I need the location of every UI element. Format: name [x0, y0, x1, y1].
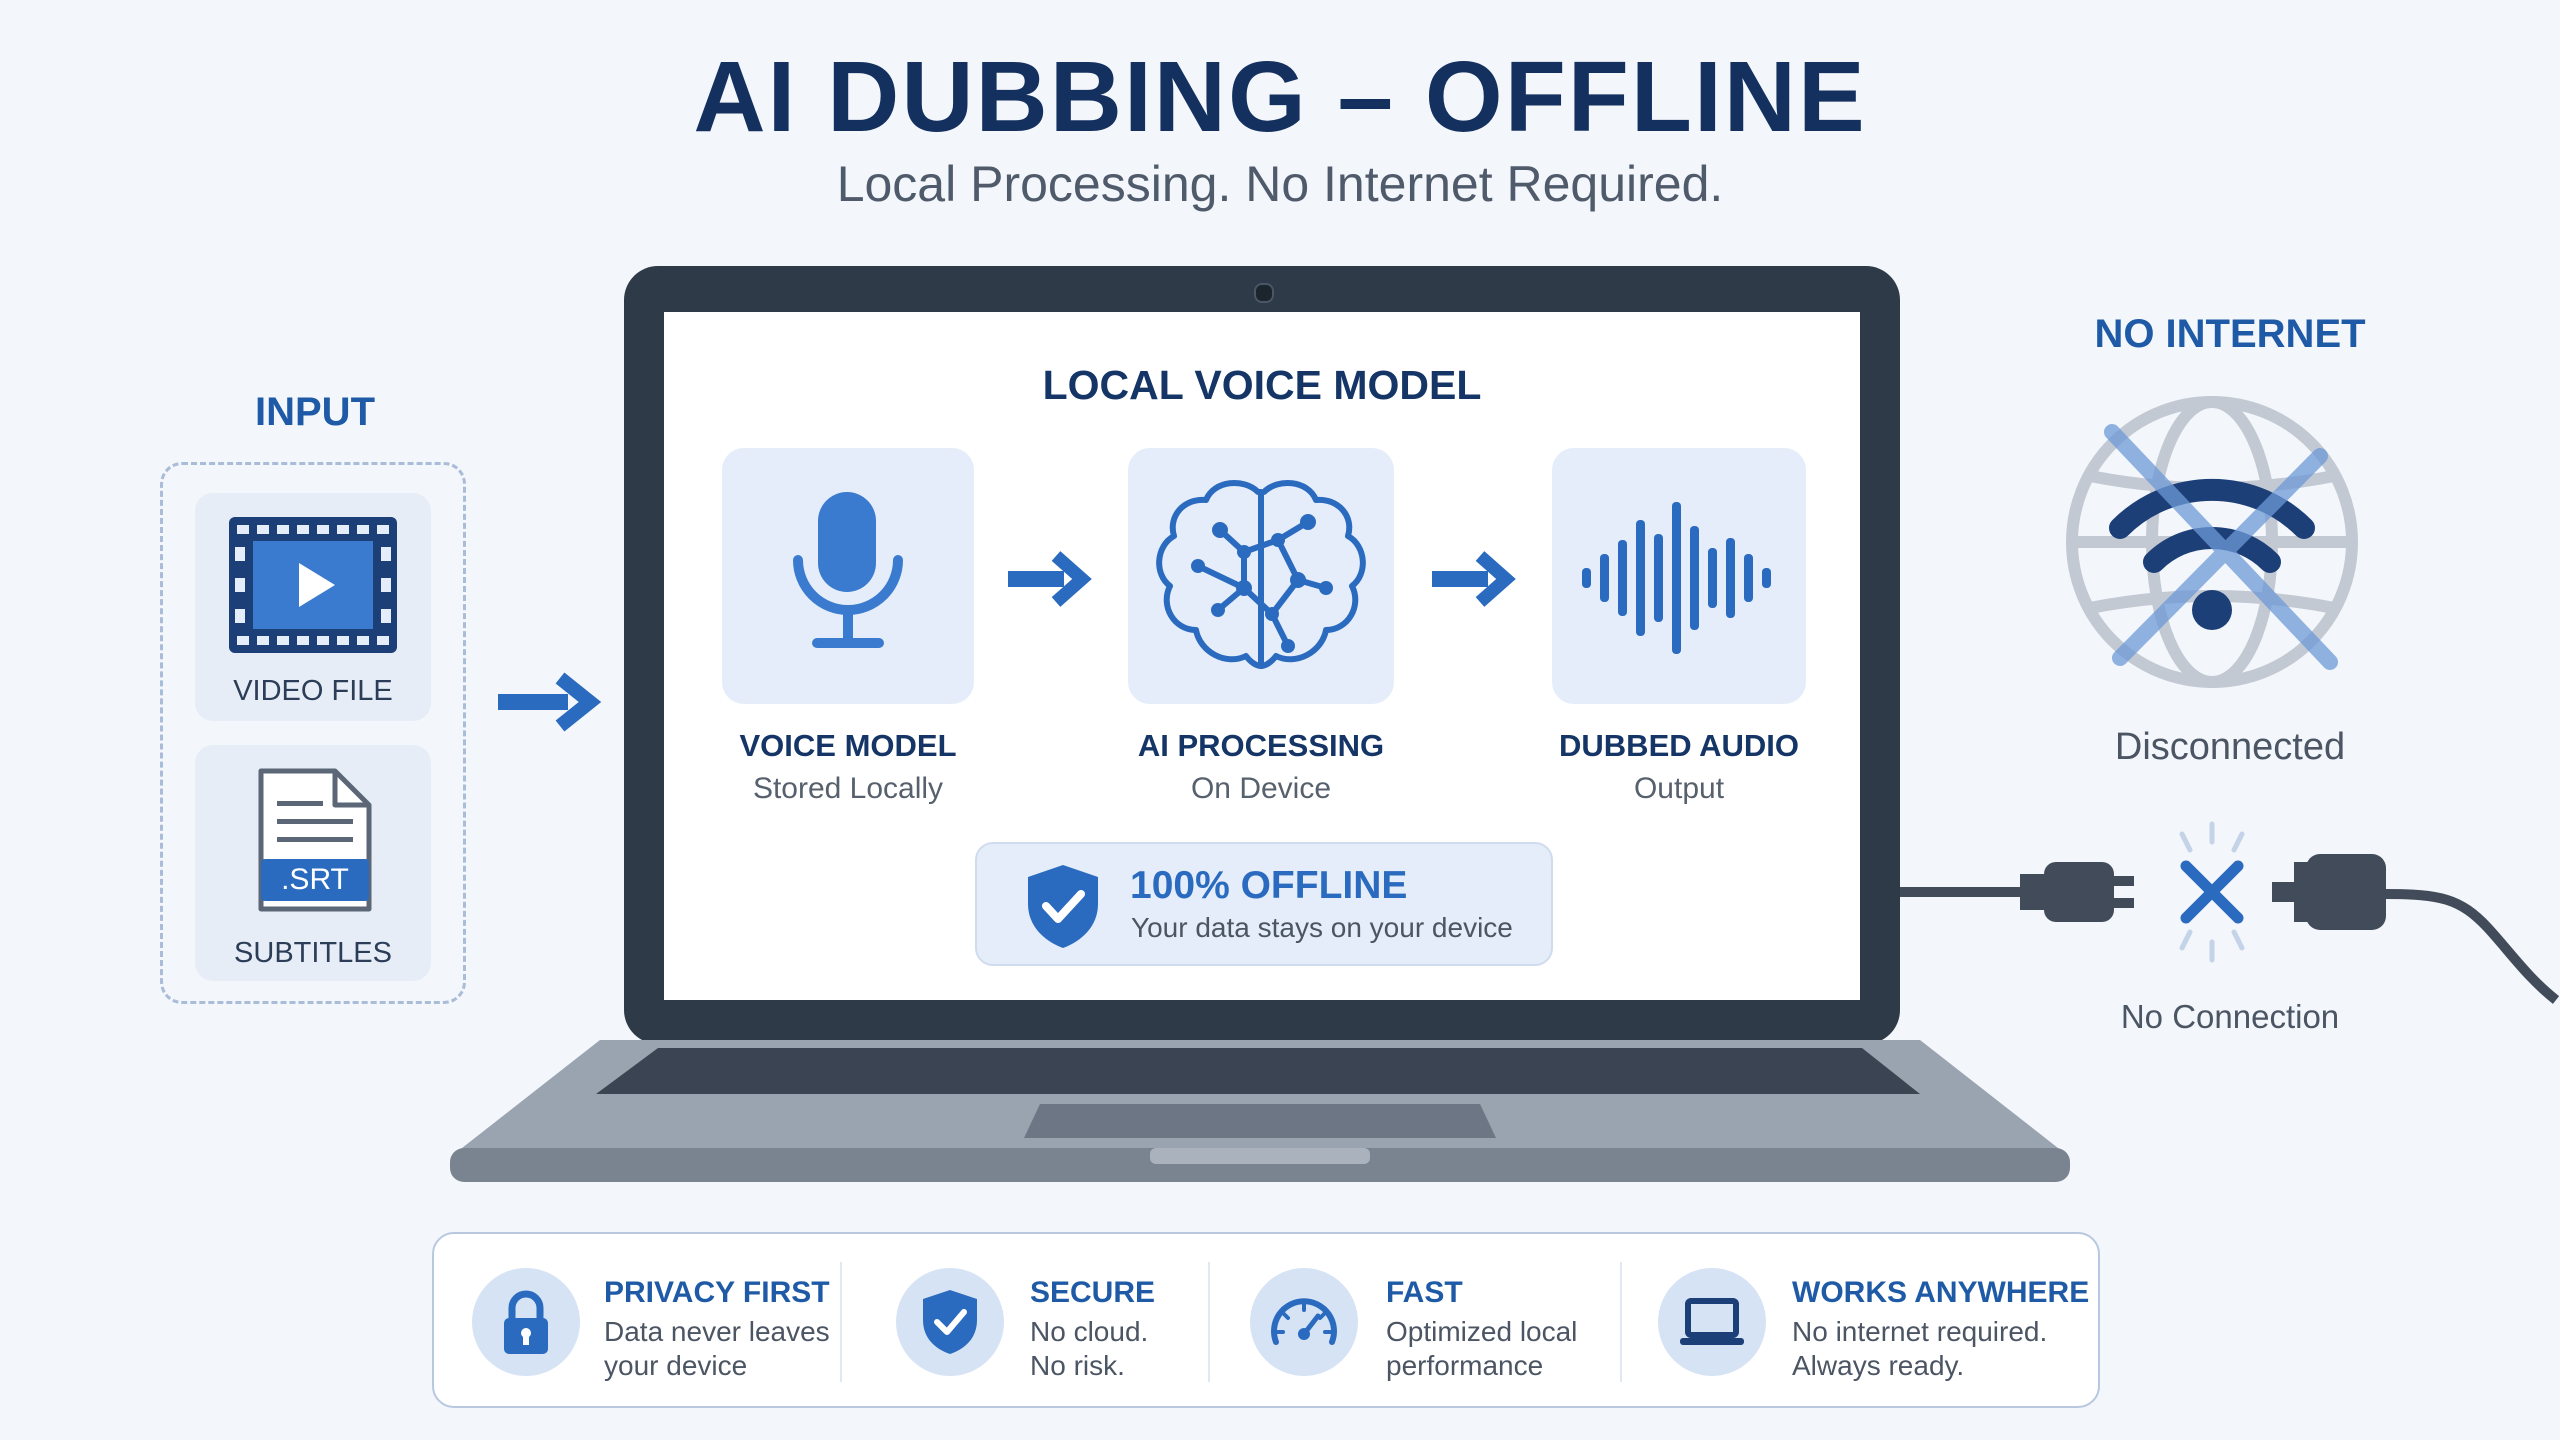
video-file-card[interactable]: VIDEO FILE	[195, 493, 431, 721]
subtitles-file-icon	[258, 768, 372, 912]
feature-title-privacy: PRIVACY FIRST	[604, 1276, 830, 1309]
input-panel: VIDEO FILE .SRT SUBTITLES	[160, 462, 466, 1004]
feature-icon-bg	[896, 1268, 1004, 1376]
features-bar: PRIVACY FIRST Data never leaves your dev…	[432, 1232, 2100, 1408]
feature-line2-works-anywhere: Always ready.	[1792, 1350, 1965, 1381]
arrow-right-icon	[1008, 551, 1092, 607]
feature-divider	[1620, 1262, 1622, 1382]
offline-subtitle: Your data stays on your device	[1131, 912, 1513, 943]
feature-divider	[1208, 1262, 1210, 1382]
waveform-icon	[1582, 502, 1771, 654]
feature-line2-fast: performance	[1386, 1350, 1544, 1381]
feature-title-fast: FAST	[1386, 1276, 1463, 1309]
speedometer-icon	[1271, 1298, 1337, 1345]
brain-icon	[1156, 479, 1366, 669]
feature-line2-privacy: your device	[604, 1350, 748, 1381]
video-file-label: VIDEO FILE	[233, 675, 393, 707]
arrow-right-icon	[498, 672, 602, 732]
feature-icon-bg	[472, 1268, 580, 1376]
disconnected-label: Disconnected	[2114, 726, 2346, 768]
feature-line1-fast: Optimized local	[1386, 1316, 1578, 1347]
shield-check-icon	[923, 1290, 977, 1354]
feature-line1-works-anywhere: No internet required.	[1792, 1316, 2048, 1347]
feature-line1-privacy: Data never leaves	[604, 1316, 830, 1347]
page-subtitle: Local Processing. No Internet Required.	[836, 156, 1724, 212]
arrow-right-icon	[1432, 551, 1516, 607]
laptop-icon	[1680, 1298, 1744, 1345]
screen-title: LOCAL VOICE MODEL	[1042, 362, 1482, 408]
laptop-base	[450, 1040, 2070, 1182]
step-name-dubbed-audio: DUBBED AUDIO	[1559, 728, 1799, 763]
shield-check-icon	[1028, 865, 1098, 948]
feature-line2-secure: No risk.	[1030, 1350, 1125, 1381]
feature-icon-bg	[1250, 1268, 1358, 1376]
no-wifi-globe-icon	[2066, 396, 2358, 688]
srt-badge: .SRT	[281, 863, 349, 896]
microphone-icon	[793, 492, 903, 648]
page-title: AI DUBBING – OFFLINE	[693, 41, 1867, 153]
subtitles-label: SUBTITLES	[234, 937, 392, 969]
feature-title-secure: SECURE	[1030, 1276, 1156, 1309]
feature-title-works-anywhere: WORKS ANYWHERE	[1792, 1276, 2090, 1309]
step-sub-dubbed-audio: Output	[1633, 772, 1725, 805]
unplugged-cable-icon	[1900, 821, 2560, 1004]
video-file-icon	[229, 517, 397, 653]
no-connection-label: No Connection	[2120, 998, 2340, 1035]
feature-divider	[840, 1262, 842, 1382]
step-name-voice-model: VOICE MODEL	[739, 728, 957, 763]
input-title: INPUT	[255, 390, 375, 434]
subtitles-card[interactable]: .SRT SUBTITLES	[195, 745, 431, 981]
no-internet-title: NO INTERNET	[2094, 312, 2366, 356]
feature-icon-bg	[1658, 1268, 1766, 1376]
offline-title: 100% OFFLINE	[1130, 864, 1408, 907]
step-name-ai-processing: AI PROCESSING	[1137, 728, 1385, 763]
webcam	[1254, 283, 1274, 303]
lock-icon	[504, 1290, 548, 1354]
step-sub-ai-processing: On Device	[1190, 772, 1332, 805]
step-sub-voice-model: Stored Locally	[752, 772, 944, 805]
feature-line1-secure: No cloud.	[1030, 1316, 1149, 1347]
